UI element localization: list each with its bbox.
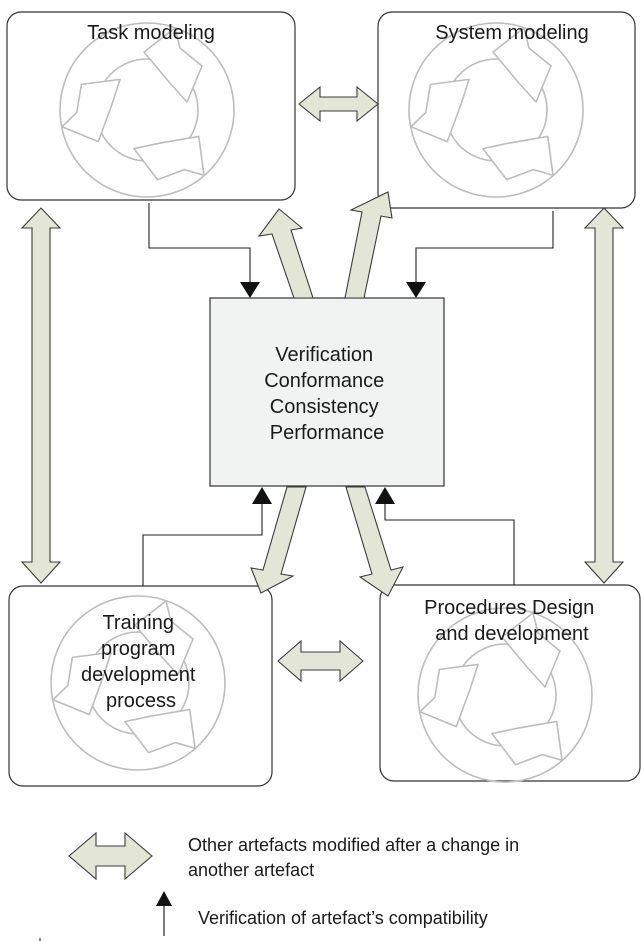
block-arrow-to-system xyxy=(344,191,393,299)
connector-system-to-center xyxy=(415,211,554,283)
block-arrow-to-training xyxy=(250,486,307,594)
center-box-text: Verification Conformance Consistency Per… xyxy=(264,344,390,444)
double-arrow-top xyxy=(298,85,379,123)
block-arrow-to-task xyxy=(257,208,314,299)
verification-arrowhead xyxy=(240,282,260,298)
double-arrow-icon xyxy=(68,831,153,881)
connector-task-to-center xyxy=(148,203,251,283)
verification-connectors xyxy=(142,203,554,586)
legend-double-arrow-text: Other artefacts modified after a change … xyxy=(188,835,524,880)
double-arrow-bottom xyxy=(277,639,364,683)
verification-arrowhead xyxy=(406,282,426,298)
system-modeling-title: System modeling xyxy=(435,22,588,44)
verification-arrow-icon xyxy=(156,891,172,936)
task-modeling-title: Task modeling xyxy=(87,22,215,44)
verification-arrowhead xyxy=(375,487,395,504)
training-program-title: Training program development process xyxy=(81,612,201,712)
block-arrows xyxy=(20,85,625,683)
legend-verification-text: Verification of artefact’s compatibility xyxy=(198,908,488,928)
verification-arrowhead xyxy=(252,487,272,504)
block-arrow-to-procedures xyxy=(345,486,405,597)
training-program-box: Training program development process xyxy=(8,585,273,787)
legend: Other artefacts modified after a change … xyxy=(39,831,524,941)
connector-procedures-to-center xyxy=(384,504,515,585)
procedures-design-box: Procedures Design and development xyxy=(379,584,641,785)
double-arrow-left xyxy=(20,207,62,584)
verification-center-box: Verification Conformance Consistency Per… xyxy=(209,297,445,487)
task-modeling-box: Task modeling xyxy=(6,11,296,201)
verification-arrowheads xyxy=(240,282,426,504)
connector-training-to-center xyxy=(142,503,263,586)
double-arrow-right xyxy=(583,207,625,584)
procedures-design-title: Procedures Design and development xyxy=(424,597,600,645)
system-modeling-box: System modeling xyxy=(377,11,636,209)
